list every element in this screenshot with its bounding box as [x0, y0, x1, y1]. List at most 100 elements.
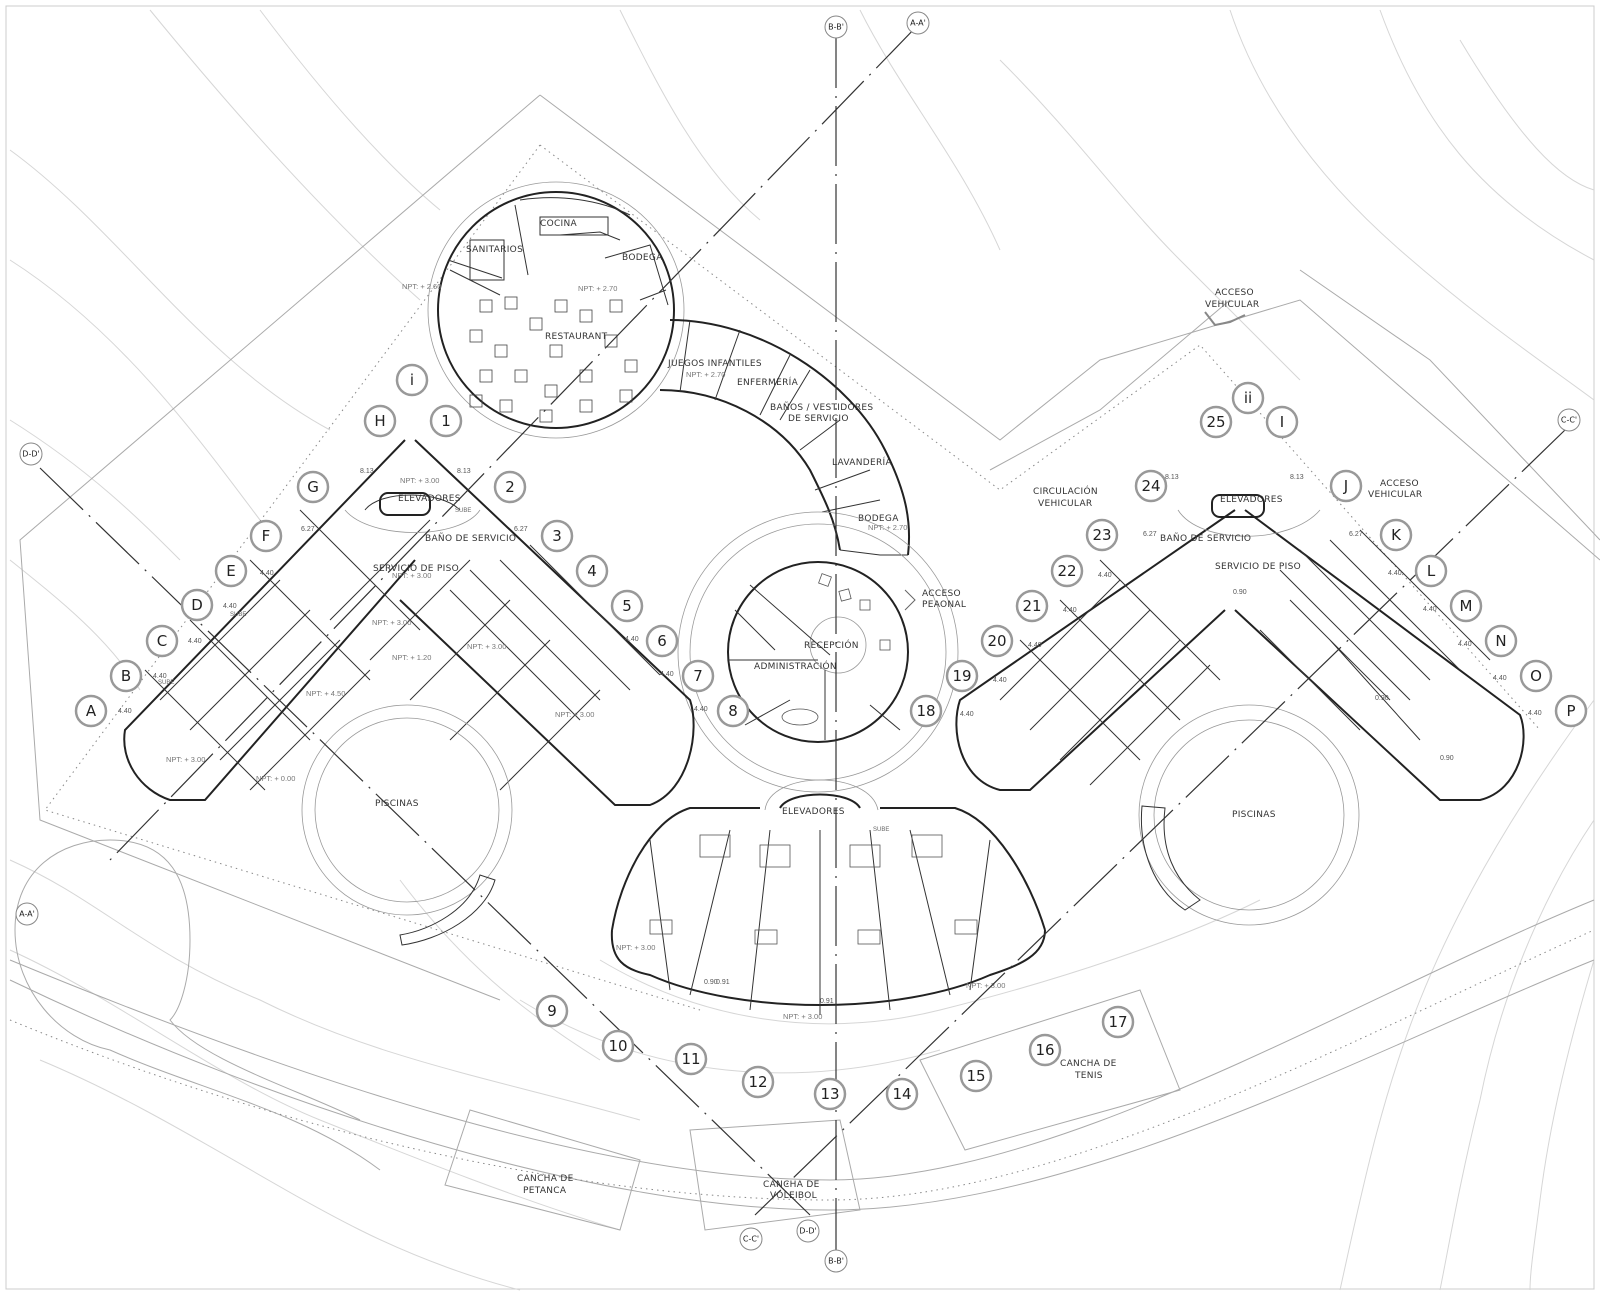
axis-k: K: [1379, 518, 1413, 552]
dim-right-440i: 4.40: [1493, 675, 1507, 682]
svg-text:A-A': A-A': [910, 19, 926, 28]
axis-14: 14: [885, 1077, 919, 1111]
section-marker-dd-bottom[interactable]: D-D': [796, 1219, 820, 1243]
axis-l: L: [1414, 554, 1448, 588]
label-petanca-2: PETANCA: [523, 1186, 567, 1196]
axis-n: N: [1484, 624, 1518, 658]
suite-furniture-icon: [649, 834, 978, 945]
label-recepcion: RECEPCIÓN: [804, 639, 859, 651]
svg-text:15: 15: [966, 1067, 985, 1085]
section-marker-bb-top[interactable]: B-B': [824, 15, 848, 39]
axis-4: 4: [575, 554, 609, 588]
axis-m: M: [1449, 589, 1483, 623]
svg-text:23: 23: [1092, 526, 1111, 544]
label-cocina: COCINA: [540, 219, 578, 229]
axis-22: 22: [1050, 554, 1084, 588]
dim-south-091a: 0.91: [716, 979, 730, 986]
label-piscinas-right: PISCINAS: [1232, 810, 1276, 820]
label-tenis-2: TENIS: [1074, 1071, 1103, 1081]
svg-text:22: 22: [1057, 562, 1076, 580]
label-sube-left-b: SUBE: [158, 680, 174, 686]
svg-text:C-C': C-C': [743, 1235, 759, 1244]
level-south-right: NPT: + 3.00: [966, 981, 1005, 990]
svg-text:B-B': B-B': [828, 23, 844, 32]
sheet-frame: [5, 5, 1595, 1290]
dim-left-813b: 8.13: [457, 468, 471, 475]
axis-h: H: [363, 404, 397, 438]
label-bodega-restaurant: BODEGA: [622, 253, 663, 263]
level-left-serv: NPT: + 3.00: [392, 571, 431, 580]
service-wing: JUEGOS INFANTILES NPT: + 2.70 ENFERMERÍA…: [659, 319, 911, 556]
label-administracion: ADMINISTRACIÓN: [754, 660, 837, 672]
label-acceso-peatonal-2: PEAONAL: [922, 600, 966, 610]
label-acceso-vehicular-right-2: VEHICULAR: [1368, 490, 1422, 500]
label-lavanderia: LAVANDERÍA: [832, 456, 892, 468]
axis-15: 15: [959, 1059, 993, 1093]
svg-text:A: A: [86, 702, 97, 720]
axis-10: 10: [601, 1029, 635, 1063]
label-acceso-vehicular-top-2: VEHICULAR: [1205, 300, 1259, 310]
svg-text:C: C: [157, 632, 167, 650]
label-de-servicio: DE SERVICIO: [788, 414, 849, 424]
svg-text:17: 17: [1108, 1013, 1127, 1031]
axis-o: O: [1519, 659, 1553, 693]
section-marker-cc-right[interactable]: C-C': [1557, 408, 1581, 432]
svg-text:20: 20: [987, 632, 1006, 650]
axis-24: 24: [1134, 469, 1168, 503]
svg-text:D-D': D-D': [799, 1227, 816, 1236]
svg-text:11: 11: [681, 1050, 700, 1068]
section-marker-cc-bottom[interactable]: C-C': [739, 1227, 763, 1251]
axis-ii: ii: [1231, 381, 1265, 415]
svg-text:H: H: [374, 412, 385, 430]
label-enfermeria: ENFERMERÍA: [737, 376, 799, 388]
section-marker-dd-left[interactable]: D-D': [19, 442, 43, 466]
svg-text:24: 24: [1141, 477, 1160, 495]
svg-text:5: 5: [622, 597, 632, 615]
level-left-d: NPT: + 4.50: [306, 689, 345, 698]
svg-text:16: 16: [1035, 1041, 1054, 1059]
label-restaurant: RESTAURANT: [545, 332, 608, 342]
svg-text:B-B': B-B': [828, 1257, 844, 1266]
axis-j: J: [1329, 469, 1363, 503]
svg-text:O: O: [1530, 667, 1542, 685]
svg-text:7: 7: [693, 667, 703, 685]
svg-text:6: 6: [657, 632, 667, 650]
dim-right-813a: 8.13: [1165, 474, 1179, 481]
label-circulacion-1: CIRCULACIÓN: [1033, 485, 1098, 497]
dim-right-440c: 4.40: [1028, 642, 1042, 649]
dim-right-090a: 0.90: [1233, 589, 1247, 596]
svg-text:N: N: [1495, 632, 1506, 650]
axis-17: 17: [1101, 1005, 1135, 1039]
svg-text:2: 2: [505, 478, 515, 496]
level-south-center: NPT: + 3.00: [783, 1012, 822, 1021]
reception-furniture-icon: [781, 573, 891, 726]
label-bano-servicio-left: BAÑO DE SERVICIO: [425, 533, 516, 544]
section-marker-bb-bottom[interactable]: B-B': [824, 1249, 848, 1273]
axis-23: 23: [1085, 518, 1119, 552]
section-marker-aa-bottom[interactable]: A-A': [15, 902, 39, 926]
axis-8: 8: [716, 694, 750, 728]
south-guest-wing: ELEVADORES SUBE NPT: + 3.00 NPT: + 3.00 …: [610, 779, 1046, 1021]
dim-south-091b: 0.91: [820, 998, 834, 1005]
level-left-elev: NPT: + 3.00: [400, 476, 439, 485]
dim-left-440i: 4.40: [660, 671, 674, 678]
topography-contours: [9, 9, 1595, 1291]
level-left-a: NPT: + 3.00: [372, 618, 411, 627]
axis-18: 18: [909, 694, 943, 728]
svg-text:G: G: [307, 478, 319, 496]
axis-1: 1: [429, 404, 463, 438]
grid-axes-numbers: 1 2 3 4 5 6 7 8 9 10 11 12 13 14 15 16 1…: [429, 404, 1233, 1111]
dim-left-440j: 4.40: [694, 706, 708, 713]
axis-9: 9: [535, 994, 569, 1028]
svg-text:L: L: [1427, 562, 1436, 580]
svg-text:ii: ii: [1244, 389, 1252, 407]
label-piscinas-left: PISCINAS: [375, 799, 419, 809]
dim-right-440a: 4.40: [1098, 572, 1112, 579]
axis-16: 16: [1028, 1033, 1062, 1067]
label-circulacion-2: VEHICULAR: [1038, 499, 1092, 509]
level-left-c: NPT: + 1.20: [392, 653, 431, 662]
axis-7: 7: [681, 659, 715, 693]
dim-left-440c: 4.40: [188, 638, 202, 645]
label-elevadores-right: ELEVADORES: [1220, 495, 1283, 505]
section-marker-aa-top[interactable]: A-A': [906, 11, 930, 35]
